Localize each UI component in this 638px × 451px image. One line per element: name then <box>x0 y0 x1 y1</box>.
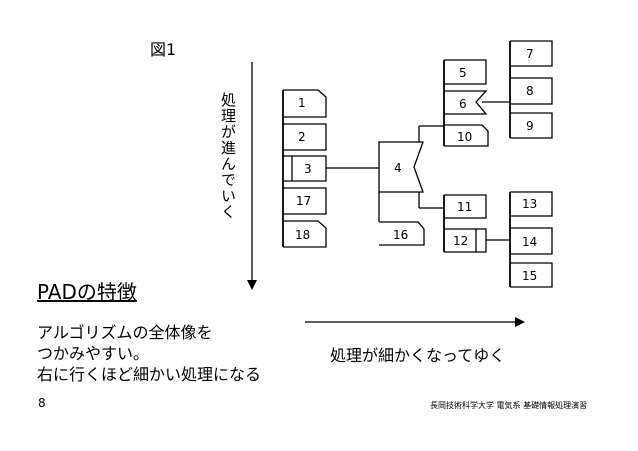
box-6-label: 6 <box>459 97 467 111</box>
box-12-label: 12 <box>453 234 468 248</box>
box-9-label: 9 <box>526 119 534 133</box>
footer-text: 長岡技術科学大学 電気系 基礎情報処理演習 <box>430 401 588 410</box>
box-16 <box>379 221 425 246</box>
box-7 <box>510 40 553 67</box>
box-8-label: 8 <box>526 84 534 98</box>
box-2 <box>283 123 327 151</box>
box-2-label: 2 <box>298 130 306 144</box>
box-5 <box>444 59 487 85</box>
slide-number: 8 <box>38 396 46 410</box>
box-15-label: 15 <box>522 269 537 283</box>
vertical-arrow-label: 処理が進んでいく <box>219 92 237 220</box>
box-3-label: 3 <box>304 162 312 176</box>
box-4 <box>378 141 424 193</box>
box-18-label: 18 <box>295 228 310 242</box>
box-10-label: 10 <box>457 130 472 144</box>
box-13-label: 13 <box>522 197 537 211</box>
box-13 <box>510 191 553 217</box>
box-1-label: 1 <box>298 96 306 110</box>
box-10 <box>444 124 489 147</box>
box-16-label: 16 <box>393 228 408 242</box>
description-line: 右に行くほど細かい処理になる <box>37 365 262 384</box>
figure-label: 図1 <box>150 40 177 59</box>
horizontal-arrow-label: 処理が細かくなってゆく <box>330 346 506 365</box>
box-9 <box>510 112 553 139</box>
box-17 <box>283 187 327 215</box>
box-15 <box>510 262 553 288</box>
box-11-label: 11 <box>457 200 472 214</box>
box-17-label: 17 <box>296 194 311 208</box>
description: アルゴリズムの全体像を つかみやすい。 右に行くほど細かい処理になる <box>37 322 261 385</box>
box-14 <box>510 227 553 255</box>
box-4-label: 4 <box>394 161 402 175</box>
box-5-label: 5 <box>459 66 467 80</box>
pad-title: PADの特徴 <box>37 280 137 304</box>
description-line: アルゴリズムの全体像を <box>37 323 213 342</box>
box-11 <box>444 194 487 219</box>
box-18 <box>283 220 327 248</box>
box-14-label: 14 <box>522 235 537 249</box>
box-8 <box>510 77 553 105</box>
description-line: つかみやすい。 <box>37 344 150 363</box>
box-6 <box>444 90 488 115</box>
box-1 <box>283 89 327 118</box>
box-7-label: 7 <box>526 47 534 61</box>
